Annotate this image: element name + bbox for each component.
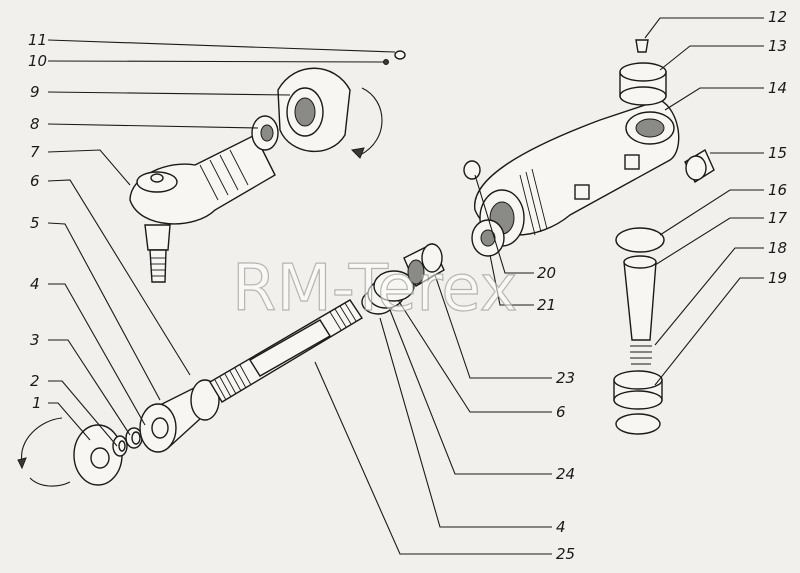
label-14: 14 [768, 79, 787, 97]
label-24: 24 [556, 465, 575, 483]
part-20-fitting [463, 160, 481, 180]
label-1: 1 [32, 394, 42, 412]
label-13: 13 [768, 37, 787, 55]
part-9-castle-nut [277, 67, 383, 159]
part-16-ring [615, 227, 665, 253]
part-12-grease-nipple [635, 39, 649, 53]
label-20: 20 [537, 264, 556, 282]
part-3-ring [125, 427, 143, 449]
part-1-washer [17, 417, 123, 487]
label-10: 10 [28, 52, 47, 70]
label-7: 7 [30, 143, 40, 161]
leader-lines [47, 17, 764, 555]
label-6b: 6 [556, 403, 566, 421]
part-7-ball-joint-housing [129, 134, 276, 283]
label-19: 19 [768, 269, 787, 287]
part-18-bushing [613, 370, 663, 410]
part-19-ring [615, 413, 661, 435]
label-9: 9 [30, 83, 40, 101]
label-6: 6 [30, 172, 40, 190]
label-16: 16 [768, 181, 787, 199]
part-2-ring [112, 435, 128, 457]
part-15-plug [684, 148, 715, 184]
label-8: 8 [30, 115, 40, 133]
label-21: 21 [537, 296, 556, 314]
part-5-seal-body [139, 379, 220, 453]
part-13-cap [619, 62, 667, 106]
part-number-labels: 11 10 9 8 7 6 5 4 3 2 1 12 13 14 15 16 1… [28, 8, 788, 563]
part-6-ring [373, 270, 415, 302]
part-14-cylinder-body [474, 99, 680, 247]
watermark-text: RM-Terex [232, 252, 518, 326]
label-4b: 4 [556, 518, 566, 536]
label-25: 25 [556, 545, 575, 563]
label-2: 2 [30, 372, 40, 390]
part-11-split-ring [394, 50, 406, 60]
label-18: 18 [768, 239, 787, 257]
label-11: 11 [28, 31, 47, 49]
label-23: 23 [556, 369, 575, 387]
part-25-threaded-shaft [209, 299, 363, 403]
part-23-nut [403, 243, 445, 287]
part-10-pin [383, 59, 389, 65]
label-4: 4 [30, 275, 40, 293]
label-17: 17 [768, 209, 788, 227]
label-15: 15 [768, 144, 787, 162]
label-12: 12 [768, 8, 787, 26]
part-21-fitting [471, 219, 505, 257]
label-3: 3 [30, 331, 40, 349]
label-5: 5 [30, 214, 40, 232]
part-8-nut [251, 115, 279, 151]
part-17-pin [623, 255, 657, 365]
